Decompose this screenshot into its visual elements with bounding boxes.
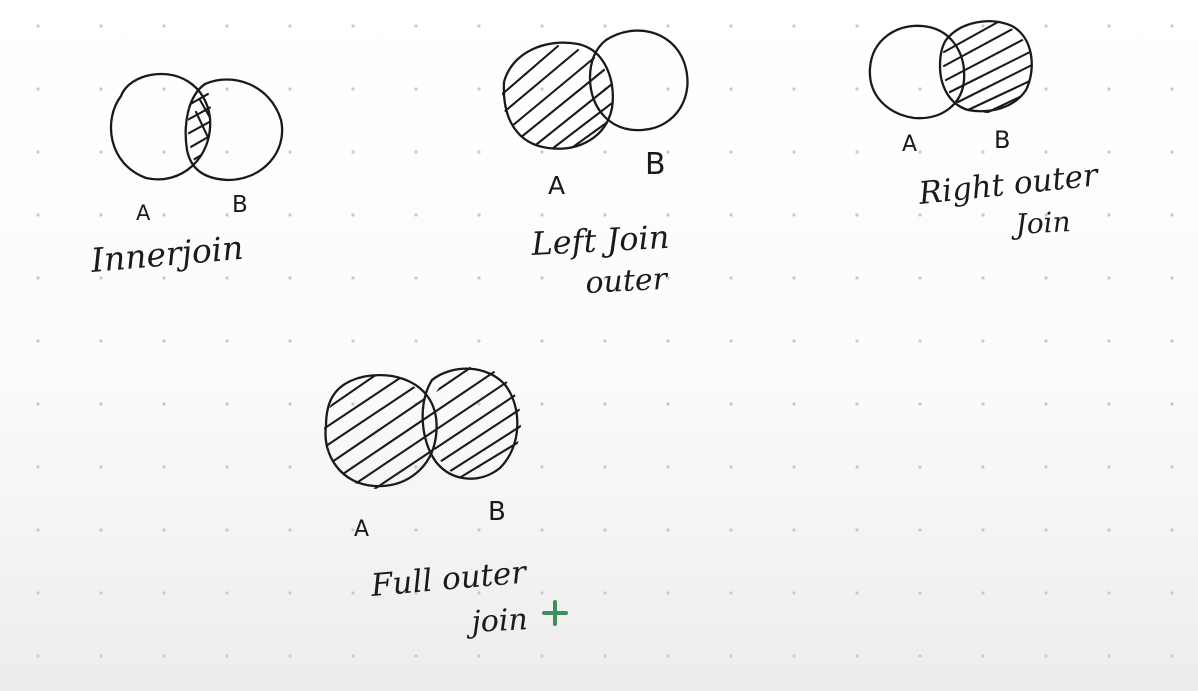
right-circle-a (868, 24, 966, 120)
left-label-a: A (548, 171, 565, 200)
left-a-hatch (502, 44, 614, 149)
full-caption-line2: join (465, 602, 529, 640)
full-circle-a (324, 374, 438, 488)
left-caption-line1: Left Join (529, 218, 670, 263)
right-caption-line2: Join (1010, 205, 1072, 241)
right-label-a: A (902, 132, 917, 157)
inner-label-a: A (136, 201, 151, 225)
inner-label-b: B (232, 192, 248, 218)
pen-plus-cursor-icon (542, 600, 568, 626)
left-label-b: B (645, 147, 666, 182)
right-label-b: B (994, 126, 1010, 154)
inner-circle-b (184, 78, 284, 182)
inner-circle-a (109, 72, 212, 181)
full-hatch (324, 366, 521, 489)
full-label-b: B (488, 497, 506, 527)
left-circle-b (588, 29, 689, 132)
full-label-a: A (354, 517, 369, 542)
left-circle-a (502, 41, 614, 150)
right-circle-b (938, 20, 1033, 113)
left-caption-line2: outer (585, 262, 670, 301)
right-b-hatch (942, 21, 1032, 113)
left-join-diagram: A B Left Join outer (502, 29, 689, 301)
